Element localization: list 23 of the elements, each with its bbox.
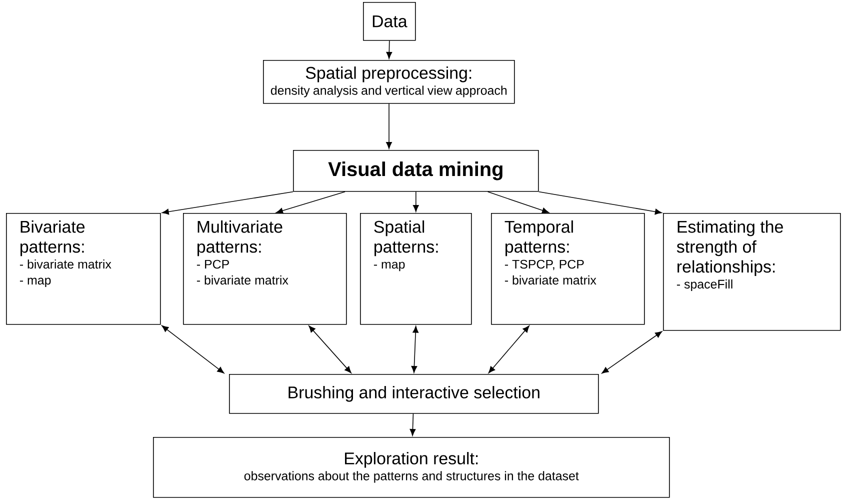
arrow <box>487 191 549 214</box>
pattern-box: Estimating the strength of relationships: - spaceFill <box>663 212 841 331</box>
arrow <box>488 326 530 374</box>
pattern-box: Temporal patterns: - TSPCP, PCP - bivariate matrix <box>491 212 645 325</box>
process-box: Visual data mining <box>293 150 539 192</box>
arrow <box>538 191 662 215</box>
arrow <box>386 40 392 59</box>
arrow <box>308 326 352 374</box>
pattern-box: Spatial patterns: - map <box>360 212 472 325</box>
result-box: Exploration result: observations about the patterns and structures in the dataset <box>153 436 670 498</box>
process-box: Data <box>363 2 416 41</box>
arrow <box>276 191 346 214</box>
arrow <box>411 326 419 373</box>
process-box: Spatial preprocessing: density analysis and vertical view approach <box>263 60 515 104</box>
process-box: Brushing and interactive selection <box>229 374 599 414</box>
arrow <box>412 191 419 212</box>
arrow <box>410 413 416 436</box>
arrow <box>162 325 224 374</box>
arrow <box>386 103 392 149</box>
pattern-box: Multivariate patterns: - PCP - bivariate matrix <box>183 212 347 325</box>
pattern-box: Bivariate patterns: - bivariate matrix - map <box>6 212 161 325</box>
arrow <box>602 331 662 374</box>
arrow <box>162 191 294 215</box>
